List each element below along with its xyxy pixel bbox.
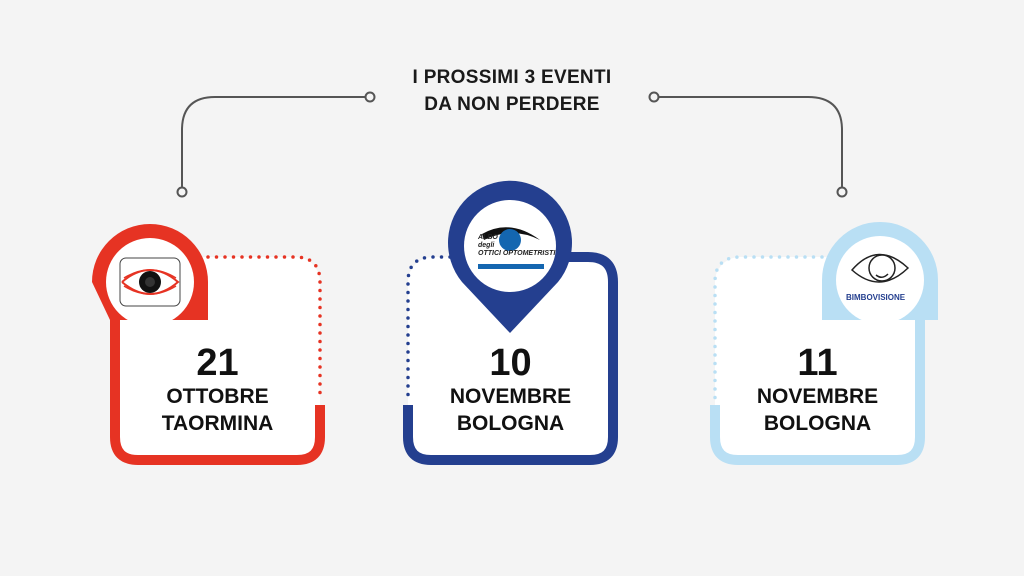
event-card-1: 21 OTTOBRE TAORMINA xyxy=(110,343,325,437)
event-city: TAORMINA xyxy=(161,412,274,435)
bimbovisione-logo-text: BIMBOVISIONE xyxy=(846,293,906,302)
event-month: OTTOBRE xyxy=(166,385,269,408)
event-day: 11 xyxy=(797,342,838,384)
event-card-2: 10 NOVEMBRE BOLOGNA xyxy=(403,343,618,437)
albo-logo-line: degli xyxy=(478,242,495,249)
logo-badge-3 xyxy=(836,236,924,324)
connector-left xyxy=(176,91,376,198)
event-card-3: 11 NOVEMBRE BOLOGNA xyxy=(710,343,925,437)
event-city: BOLOGNA xyxy=(456,412,565,435)
event-month: NOVEMBRE xyxy=(449,385,572,408)
event-city: BOLOGNA xyxy=(763,412,872,435)
title-line-2: DA NON PERDERE xyxy=(424,94,600,115)
albo-logo-line: ALBO xyxy=(478,234,498,241)
event-card-2-frame xyxy=(403,180,618,465)
albo-logo-line: OTTICI OPTOMETRISTI xyxy=(478,250,556,257)
event-day: 10 xyxy=(489,342,532,384)
event-card-3-frame xyxy=(710,221,938,465)
title-line-1: I PROSSIMI 3 EVENTI xyxy=(412,67,612,88)
page-title: I PROSSIMI 3 EVENTI DA NON PERDERE xyxy=(362,64,662,118)
albo-logo-text: ALBO degli OTTICI OPTOMETRISTI xyxy=(478,234,555,258)
eye-logo-icon xyxy=(119,257,181,307)
bimbovisione-logo-icon xyxy=(850,253,910,283)
event-card-1-frame xyxy=(92,224,325,465)
event-day: 21 xyxy=(196,342,239,384)
connector-right xyxy=(648,91,848,198)
albo-logo-icon xyxy=(478,227,544,269)
event-month: NOVEMBRE xyxy=(756,385,879,408)
